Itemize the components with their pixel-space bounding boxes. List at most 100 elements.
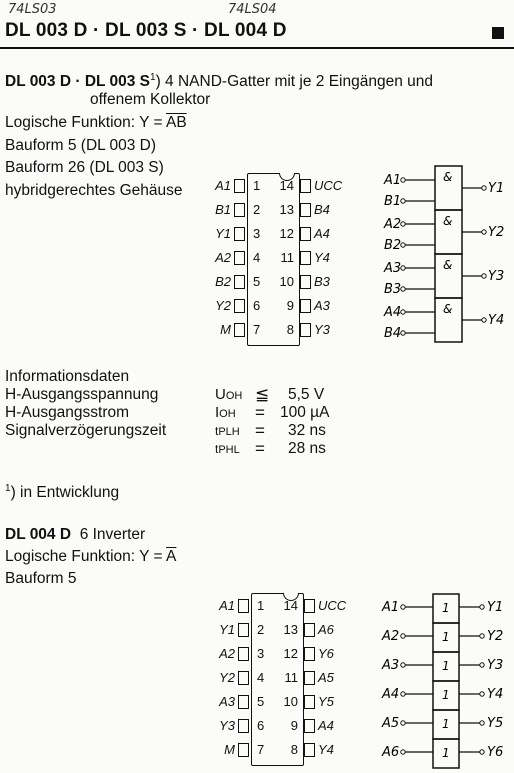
info-symbol-subscript: PLH <box>218 426 240 438</box>
dl004-right-pin-number: 14 <box>283 598 298 613</box>
dl003-left-pin-number: 3 <box>253 226 261 241</box>
dl004-left-pin <box>238 599 249 613</box>
info-row-relation: ≦ <box>255 385 270 404</box>
section1-logic-function: Logische Funktion: Y = AB <box>5 114 187 132</box>
gate-output-label: Y1 <box>488 181 504 196</box>
dl004-left-pin-label: Y3 <box>219 718 235 733</box>
section1-bauform-2: Bauform 26 (DL 003 S) <box>5 159 164 176</box>
output-terminal <box>481 273 487 279</box>
dl004-left-pin-label: M <box>224 742 235 757</box>
dl004-left-pin-label: A1 <box>219 598 235 613</box>
dl003-right-pin-number: 13 <box>279 202 294 217</box>
dl004-right-pin-label: A5 <box>318 670 334 685</box>
dl003-right-pin <box>300 275 311 289</box>
dl003-left-pin-number: 5 <box>253 274 261 289</box>
dl004-left-pin-number: 1 <box>257 598 265 613</box>
inverter-output-label: Y2 <box>487 629 503 644</box>
output-terminal <box>479 604 485 610</box>
output-terminal <box>479 662 485 668</box>
dl003-right-pin-label: Y4 <box>314 250 330 265</box>
inverter-symbol: 1 <box>442 688 450 702</box>
inverter-symbol: 1 <box>442 659 450 673</box>
gate-output-label: Y3 <box>488 269 504 284</box>
dl004-left-pin-label: Y2 <box>219 670 235 685</box>
inverter-output-label: Y4 <box>487 687 503 702</box>
dl003-right-pin-label: A4 <box>314 226 330 241</box>
dl003-left-pin-label: Y2 <box>215 298 231 313</box>
dl004-right-pin-label: Y6 <box>318 646 334 661</box>
dl004-right-pin-label: A6 <box>318 622 334 637</box>
dl003-right-pin-label: A3 <box>314 298 330 313</box>
dl004-left-pin-label: A3 <box>219 694 235 709</box>
inverter-input-label: A1 <box>381 600 399 615</box>
info-symbol-subscript: OH <box>225 390 243 402</box>
dl003-right-pin <box>300 227 311 241</box>
gate-output-label: Y2 <box>488 225 504 240</box>
handwritten-note-74ls03: 74LS03 <box>8 2 57 17</box>
info-row-value: 28 ns <box>288 440 326 457</box>
dl004-right-pin-label: Y4 <box>318 742 334 757</box>
input-terminal <box>400 242 406 248</box>
dl003-right-pin-label: UCC <box>314 178 343 193</box>
info-row-symbol: tPHL <box>215 440 240 457</box>
dl004-right-pin <box>304 695 315 709</box>
dl003-right-pin <box>300 203 311 217</box>
handwritten-note-74ls04: 74LS04 <box>228 2 277 17</box>
inverter-input-label: A5 <box>381 716 399 731</box>
info-title: Informationsdaten <box>5 368 130 385</box>
section2-description: 6 Inverter <box>79 526 146 543</box>
output-terminal <box>479 749 485 755</box>
info-row-value: 100 µA <box>280 404 330 421</box>
section1-housing: hybridgerechtes Gehäuse <box>5 182 183 199</box>
dl004-right-pin-label: A4 <box>318 718 334 733</box>
dl003-left-pin-label: B1 <box>215 202 231 217</box>
input-terminal <box>400 633 406 639</box>
info-row-symbol: tPLH <box>215 422 240 439</box>
info-row-label: H-Ausgangsspannung <box>5 386 159 403</box>
info-symbol-main: I <box>215 404 220 421</box>
footnote-text: ) in Entwicklung <box>10 484 120 502</box>
dl003-left-pin-label: A2 <box>215 250 231 265</box>
section2-device-name: DL 004 D <box>5 526 72 543</box>
info-symbol-main: t <box>215 442 219 456</box>
dl003-left-pin-number: 6 <box>253 298 261 313</box>
dl003-left-pin-label: Y1 <box>215 226 231 241</box>
logic-function-expression: AB <box>166 114 187 131</box>
dl003-right-pin-number: 14 <box>279 178 294 193</box>
input-terminal <box>400 198 406 204</box>
dl004-left-pin <box>238 647 249 661</box>
info-row-relation: = <box>255 403 265 422</box>
gate-input-label: B3 <box>384 282 401 297</box>
input-terminal <box>400 604 406 610</box>
output-terminal <box>481 185 487 191</box>
header-square-marker <box>492 27 504 39</box>
input-terminal <box>400 309 406 315</box>
inverter-symbol: 1 <box>442 717 450 731</box>
dl004-left-pin-number: 5 <box>257 694 265 709</box>
dl003-right-pin-number: 8 <box>286 322 294 337</box>
footnote-ref: 1 <box>150 72 156 83</box>
output-terminal <box>479 720 485 726</box>
dl004-right-pin-label: UCC <box>318 598 347 613</box>
dl004-left-pin <box>238 671 249 685</box>
dl003-left-pin <box>234 275 245 289</box>
ic-package-dl004 <box>251 593 304 766</box>
gate-input-label: A4 <box>383 305 401 320</box>
dl003-right-pin <box>300 251 311 265</box>
dl004-right-pin-number: 11 <box>284 670 299 685</box>
info-symbol-main: U <box>215 386 226 403</box>
dl003-left-pin-number: 4 <box>253 250 261 265</box>
section2-bauform: Bauform 5 <box>5 570 77 587</box>
section1-bauform-1: Bauform 5 (DL 003 D) <box>5 137 157 154</box>
dl003-left-pin-number: 7 <box>253 322 261 337</box>
dl004-left-pin <box>238 623 249 637</box>
dl003-left-pin-number: 2 <box>253 202 261 217</box>
output-terminal <box>481 229 487 235</box>
dl004-left-pin-label: A2 <box>219 646 235 661</box>
nand-gate-symbol: & <box>443 302 452 316</box>
info-row-value: 5,5 V <box>288 386 325 403</box>
inverter-input-label: A3 <box>381 658 399 673</box>
input-terminal <box>400 720 406 726</box>
info-row-symbol: UOH <box>215 386 242 403</box>
section2-logic-function: Logische Funktion: Y = A <box>5 548 176 566</box>
